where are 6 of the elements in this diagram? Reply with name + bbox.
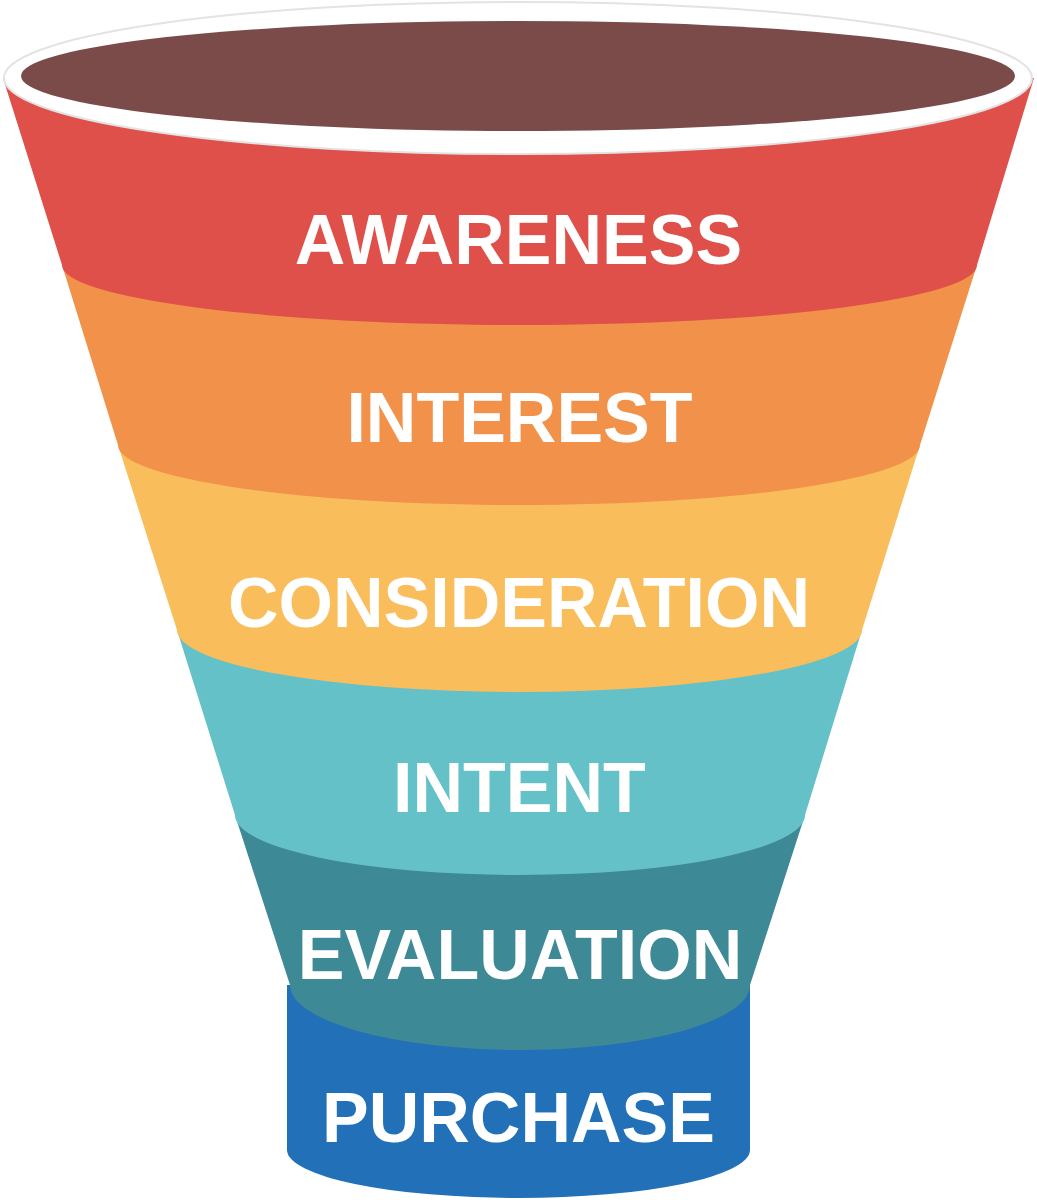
stage-label: INTENT (393, 748, 646, 828)
stage-label: PURCHASE (322, 1078, 715, 1158)
stage-label: CONSIDERATION (227, 563, 810, 643)
stage-label: INTEREST (346, 378, 693, 458)
stage-label: AWARENESS (294, 200, 743, 280)
stage-label: EVALUATION (297, 915, 743, 995)
